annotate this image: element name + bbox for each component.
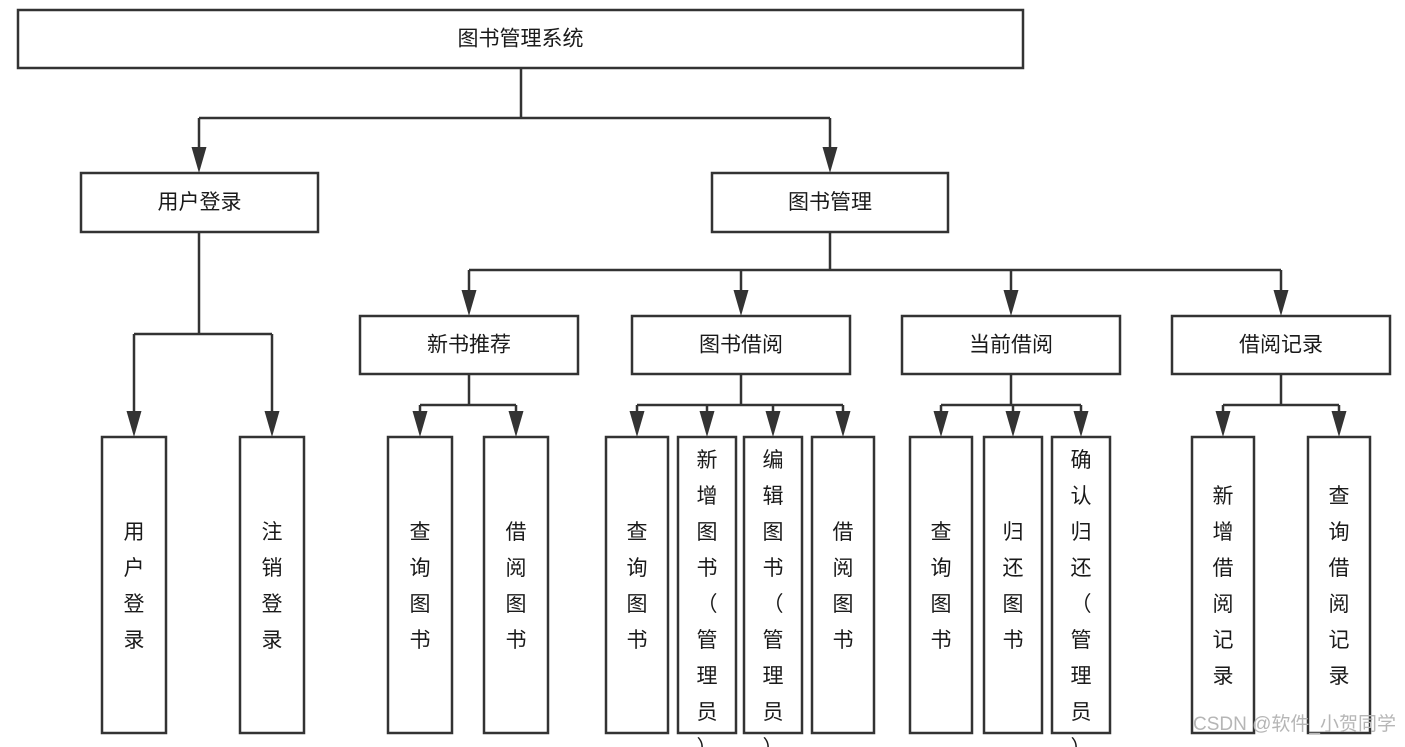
node-label-user-login: 用户登录 <box>158 191 242 214</box>
node-label-new-book-recommend: 新书推荐 <box>427 334 511 357</box>
node-root[interactable]: 图书管理系统 <box>16 8 1025 70</box>
node-leaf-return-book[interactable]: 归还图书 <box>982 435 1044 735</box>
node-label-book-management: 图书管理 <box>788 191 872 214</box>
node-box-leaf-query-book-rec[interactable] <box>386 435 454 735</box>
node-label-leaf-user-login: 用户登录 <box>124 521 145 652</box>
node-leaf-query-book-current[interactable]: 查询图书 <box>908 435 974 735</box>
node-label-borrow-record: 借阅记录 <box>1239 334 1323 357</box>
csdn-watermark: CSDN @软件_小贺同学 <box>1193 713 1396 735</box>
arrow-head-icon <box>629 411 645 437</box>
arrow-head-icon <box>765 411 781 437</box>
arrow-head-icon <box>126 411 142 437</box>
connector-new-book-recommend-bus <box>412 374 524 437</box>
node-leaf-logout-login[interactable]: 注销登录 <box>238 435 306 735</box>
arrow-head-icon <box>1003 290 1019 316</box>
node-box-leaf-confirm-return-admin[interactable] <box>1050 435 1112 735</box>
node-box-leaf-return-book[interactable] <box>982 435 1044 735</box>
node-box-leaf-add-book-admin[interactable] <box>676 435 738 735</box>
arrow-head-icon <box>508 411 524 437</box>
node-box-book-management[interactable] <box>710 171 950 234</box>
connector-borrow-record-bus <box>1215 374 1347 437</box>
node-box-user-login[interactable] <box>79 171 320 234</box>
node-book-borrow[interactable]: 图书借阅 <box>630 314 852 376</box>
node-new-book-recommend[interactable]: 新书推荐 <box>358 314 580 376</box>
arrow-head-icon <box>264 411 280 437</box>
node-label-leaf-return-book: 归还图书 <box>1003 521 1024 652</box>
connector-root-bus <box>191 68 838 173</box>
connector-book-borrow-bus <box>629 374 851 437</box>
arrow-head-icon <box>933 411 949 437</box>
node-current-borrow[interactable]: 当前借阅 <box>900 314 1122 376</box>
node-box-new-book-recommend[interactable] <box>358 314 580 376</box>
arrow-head-icon <box>733 290 749 316</box>
arrow-head-icon <box>835 411 851 437</box>
node-book-management[interactable]: 图书管理 <box>710 171 950 234</box>
node-leaf-edit-book-admin[interactable]: 编辑图书（管理员） <box>742 435 804 747</box>
node-label-leaf-edit-book-admin: 编辑图书（管理员） <box>763 449 784 747</box>
node-label-leaf-confirm-return-admin: 确认归还（管理员） <box>1071 449 1092 747</box>
node-label-leaf-add-book-admin: 新增图书（管理员） <box>697 449 718 747</box>
arrow-head-icon <box>1005 411 1021 437</box>
node-leaf-query-book-rec[interactable]: 查询图书 <box>386 435 454 735</box>
node-label-leaf-borrow-book: 借阅图书 <box>833 521 854 652</box>
arrow-head-icon <box>699 411 715 437</box>
arrow-head-icon <box>1215 411 1231 437</box>
node-box-leaf-query-book-borrow[interactable] <box>604 435 670 735</box>
node-leaf-add-book-admin[interactable]: 新增图书（管理员） <box>676 435 738 747</box>
node-label-leaf-query-book-rec: 查询图书 <box>410 521 431 652</box>
node-box-book-borrow[interactable] <box>630 314 852 376</box>
node-box-leaf-borrow-book-rec[interactable] <box>482 435 550 735</box>
node-box-leaf-query-borrow-record[interactable] <box>1306 435 1372 735</box>
connector-current-borrow-bus <box>933 374 1089 437</box>
connector-layer <box>126 68 1347 437</box>
node-leaf-borrow-book[interactable]: 借阅图书 <box>810 435 876 735</box>
node-label-leaf-query-book-current: 查询图书 <box>931 521 952 652</box>
node-box-current-borrow[interactable] <box>900 314 1122 376</box>
node-box-leaf-user-login[interactable] <box>100 435 168 735</box>
node-label-leaf-logout-login: 注销登录 <box>262 521 283 652</box>
node-leaf-query-book-borrow[interactable]: 查询图书 <box>604 435 670 735</box>
node-borrow-record[interactable]: 借阅记录 <box>1170 314 1392 376</box>
node-box-leaf-logout-login[interactable] <box>238 435 306 735</box>
node-label-leaf-borrow-book-rec: 借阅图书 <box>506 521 527 652</box>
node-leaf-add-borrow-record[interactable]: 新增借阅记录 <box>1190 435 1256 735</box>
node-box-leaf-add-borrow-record[interactable] <box>1190 435 1256 735</box>
node-label-leaf-query-book-borrow: 查询图书 <box>627 521 648 652</box>
connector-user-login-bus <box>126 232 280 437</box>
arrow-head-icon <box>412 411 428 437</box>
node-layer: 图书管理系统用户登录图书管理新书推荐图书借阅当前借阅借阅记录用户登录注销登录查询… <box>16 8 1392 747</box>
arrow-head-icon <box>191 147 207 173</box>
node-leaf-user-login[interactable]: 用户登录 <box>100 435 168 735</box>
arrow-head-icon <box>1273 290 1289 316</box>
arrow-head-icon <box>1073 411 1089 437</box>
node-leaf-confirm-return-admin[interactable]: 确认归还（管理员） <box>1050 435 1112 747</box>
arrow-head-icon <box>1331 411 1347 437</box>
node-label-root: 图书管理系统 <box>458 28 584 51</box>
arrow-head-icon <box>822 147 838 173</box>
node-leaf-query-borrow-record[interactable]: 查询借阅记录 <box>1306 435 1372 735</box>
node-label-book-borrow: 图书借阅 <box>699 334 783 357</box>
node-label-leaf-add-borrow-record: 新增借阅记录 <box>1213 485 1234 688</box>
node-label-leaf-query-borrow-record: 查询借阅记录 <box>1329 485 1350 688</box>
node-box-leaf-query-book-current[interactable] <box>908 435 974 735</box>
node-box-leaf-borrow-book[interactable] <box>810 435 876 735</box>
node-box-root[interactable] <box>16 8 1025 70</box>
node-leaf-borrow-book-rec[interactable]: 借阅图书 <box>482 435 550 735</box>
connector-book-management-bus <box>461 232 1289 316</box>
node-box-borrow-record[interactable] <box>1170 314 1392 376</box>
node-box-leaf-edit-book-admin[interactable] <box>742 435 804 735</box>
arrow-head-icon <box>461 290 477 316</box>
node-user-login[interactable]: 用户登录 <box>79 171 320 234</box>
node-label-current-borrow: 当前借阅 <box>969 334 1053 357</box>
